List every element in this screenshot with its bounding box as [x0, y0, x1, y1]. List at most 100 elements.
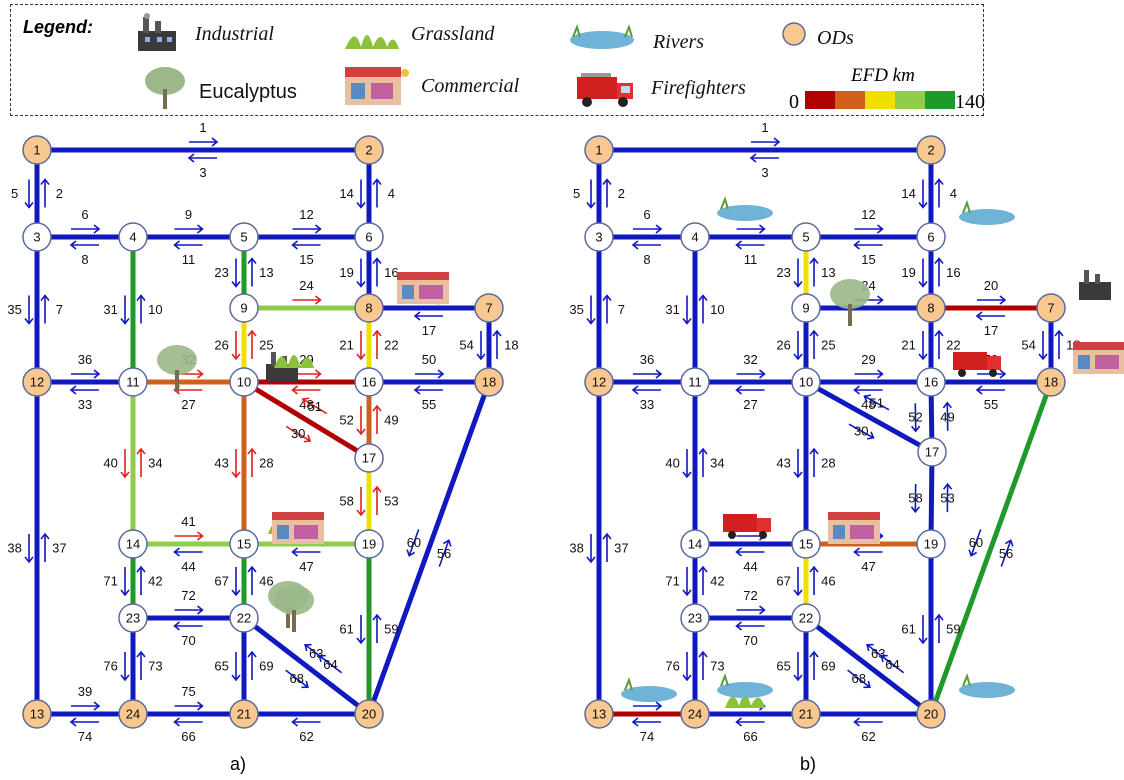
link-label-67: 67 [214, 574, 228, 589]
link-label-25: 25 [259, 338, 273, 353]
node-label-23: 23 [126, 611, 140, 626]
direction-arrowhead-33 [69, 385, 77, 395]
direction-arrowhead-44 [173, 547, 180, 557]
node-label-20: 20 [362, 707, 376, 722]
link-label-3: 3 [761, 165, 768, 180]
node-label-15: 15 [799, 537, 813, 552]
node-24 [118, 699, 148, 729]
link-label-4: 4 [950, 186, 957, 201]
link-label-29: 29 [861, 352, 875, 367]
direction-arrowhead-62 [853, 717, 860, 727]
link-label-25: 25 [821, 338, 835, 353]
river-icon [959, 199, 1015, 225]
node-14 [680, 529, 710, 559]
node-label-22: 22 [237, 611, 251, 626]
shop-icon [828, 512, 880, 544]
node-4 [680, 222, 710, 252]
node-6 [354, 222, 384, 252]
direction-arrowhead-59 [934, 613, 944, 621]
link-label-30: 30 [854, 423, 868, 438]
link-label-28: 28 [821, 456, 835, 471]
direction-arrow-30 [285, 425, 311, 442]
node-label-22: 22 [799, 611, 813, 626]
link-label-19: 19 [901, 265, 915, 280]
link-label-66: 66 [743, 729, 757, 744]
road-18-20 [366, 381, 492, 715]
direction-arrow-51 [864, 395, 890, 411]
link-label-36: 36 [640, 352, 654, 367]
node-label-11: 11 [688, 375, 702, 390]
link-label-7: 7 [56, 302, 63, 317]
node-18 [474, 367, 504, 397]
node-label-18: 18 [482, 375, 496, 390]
direction-arrowhead-14 [356, 202, 366, 209]
direction-arrowhead-8 [631, 240, 639, 250]
node-17 [354, 443, 384, 473]
link-label-44: 44 [181, 559, 195, 574]
direction-arrowhead-63 [304, 643, 312, 652]
node-22 [229, 603, 259, 633]
link-label-3: 3 [199, 165, 206, 180]
link-label-33: 33 [78, 397, 92, 412]
direction-arrowhead-26 [793, 353, 803, 361]
direction-arrowhead-3 [187, 153, 195, 163]
node-20 [916, 699, 946, 729]
link-label-36: 36 [78, 352, 92, 367]
link-label-68: 68 [852, 671, 866, 686]
node-label-9: 9 [240, 301, 247, 316]
link-label-13: 13 [821, 265, 835, 280]
link-label-18: 18 [504, 338, 518, 353]
direction-arrowhead-18 [1054, 329, 1064, 337]
direction-arrowhead-14 [918, 202, 928, 209]
direction-arrowhead-30 [303, 434, 312, 443]
link-label-55: 55 [984, 397, 998, 412]
tree-icon [157, 345, 197, 392]
direction-arrowhead-68 [863, 680, 871, 689]
link-label-28: 28 [259, 456, 273, 471]
link-label-62: 62 [299, 729, 313, 744]
direction-arrowhead-37 [40, 532, 50, 540]
direction-arrowhead-73 [698, 650, 708, 658]
direction-arrowhead-66 [735, 717, 742, 727]
node-13 [22, 699, 52, 729]
link-label-35: 35 [569, 302, 583, 317]
node-21 [229, 699, 259, 729]
link-label-60: 60 [407, 535, 421, 550]
legend-label-ods: ODs [817, 27, 854, 49]
direction-arrowhead-61 [918, 637, 928, 645]
link-label-53: 53 [940, 491, 954, 506]
node-22 [791, 603, 821, 633]
link-label-46: 46 [821, 574, 835, 589]
link-label-22: 22 [384, 338, 398, 353]
link-label-76: 76 [103, 659, 117, 674]
direction-arrowhead-49 [942, 401, 952, 409]
link-label-71: 71 [665, 574, 679, 589]
direction-arrowhead-4 [372, 178, 382, 185]
direction-arrowhead-25 [809, 329, 819, 337]
direction-arrowhead-23 [231, 281, 241, 288]
direction-arrowhead-35 [24, 318, 34, 325]
link-label-51: 51 [870, 396, 884, 411]
node-label-11: 11 [126, 375, 140, 390]
direction-arrowhead-13 [247, 257, 257, 264]
direction-arrowhead-12 [877, 224, 884, 234]
link-label-7: 7 [618, 302, 625, 317]
direction-arrowhead-15 [291, 240, 298, 250]
node-label-7: 7 [1047, 301, 1054, 316]
node-label-14: 14 [688, 537, 702, 552]
node-19 [354, 529, 384, 559]
link-label-42: 42 [148, 574, 162, 589]
link-label-12: 12 [299, 207, 313, 222]
direction-arrowhead-72 [197, 605, 204, 615]
river-icon [621, 676, 677, 702]
link-label-70: 70 [743, 633, 757, 648]
road-22-20 [242, 616, 371, 716]
link-label-38: 38 [569, 541, 583, 556]
road-10-17 [242, 379, 371, 461]
node-label-16: 16 [924, 375, 938, 390]
direction-arrowhead-42 [698, 565, 708, 573]
node-5 [791, 222, 821, 252]
node-1 [584, 135, 614, 165]
link-label-21: 21 [901, 338, 915, 353]
